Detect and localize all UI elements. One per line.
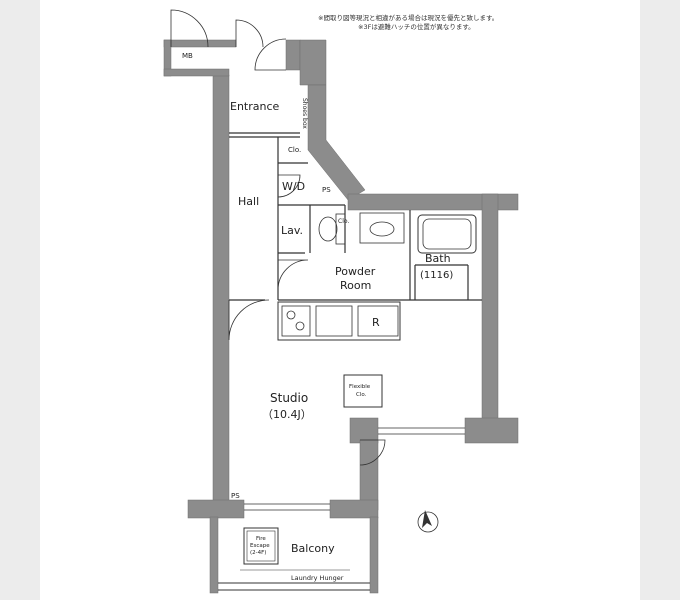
label-flexible-clo: Flexible Clo. <box>349 384 372 398</box>
door-entrance <box>254 38 287 71</box>
label-shoes-box: Shoes box <box>301 98 308 129</box>
door-mb-right <box>235 19 264 48</box>
label-powder-room: Powder Room <box>335 265 379 292</box>
wall-mb-top <box>163 39 237 48</box>
door-wd <box>277 174 301 198</box>
label-studio-size: （10.4J） <box>262 408 312 421</box>
label-mb: MB <box>182 52 193 60</box>
wall-entrance-top <box>285 39 301 71</box>
walls <box>163 39 519 594</box>
label-bath: Bath <box>425 252 451 265</box>
label-ps-bottom: PS <box>231 492 240 500</box>
partitions <box>218 132 482 591</box>
wall-balcony-right <box>359 439 379 511</box>
wall-left <box>212 74 230 511</box>
door-studio <box>228 299 270 341</box>
wall-balcony-right2 <box>369 516 379 594</box>
door-lav <box>277 259 309 291</box>
label-hall: Hall <box>238 195 259 208</box>
wall-bottom-right <box>329 499 379 519</box>
wall-diagonal <box>307 84 366 201</box>
notes: ※間取り図等現況と相違がある場合は現況を優先と致します。 ※3Fは避難ハッチの位… <box>318 14 498 32</box>
label-laundry-hunger: Laundry Hunger <box>291 574 344 582</box>
label-lav: Lav. <box>281 224 303 237</box>
label-balcony: Balcony <box>291 542 335 555</box>
wall-balcony-left <box>209 516 219 594</box>
wall-right-corner <box>464 417 519 444</box>
compass-north-icon <box>417 510 439 533</box>
note-2: ※3Fは避難ハッチの位置が異なります。 <box>358 23 475 31</box>
wall-studio-pier <box>349 417 379 444</box>
label-ps-top: PS <box>322 186 331 194</box>
label-bath-size: (1116) <box>420 270 453 281</box>
room-labels: MB Entrance Shoes box Clo. W/D PS Hall L… <box>182 52 453 582</box>
note-1: ※間取り図等現況と相違がある場合は現況を優先と致します。 <box>318 14 499 22</box>
wall-entrance-right <box>299 39 327 86</box>
label-fire-escape: Fire Escape (2-4F) <box>250 536 271 556</box>
doors <box>170 9 386 466</box>
label-fridge: R <box>372 316 380 329</box>
label-clo-lav: Clo. <box>338 218 349 225</box>
wall-top-right <box>347 193 519 211</box>
wall-bottom-left <box>187 499 245 519</box>
wall-right <box>481 193 499 425</box>
wall-mb-bottom <box>163 68 230 77</box>
label-entrance: Entrance <box>230 100 280 113</box>
door-mb-left <box>170 9 209 48</box>
label-wd: W/D <box>282 180 305 193</box>
label-studio: Studio <box>270 391 308 405</box>
door-balcony <box>359 439 386 466</box>
label-clo-top: Clo. <box>288 146 301 154</box>
